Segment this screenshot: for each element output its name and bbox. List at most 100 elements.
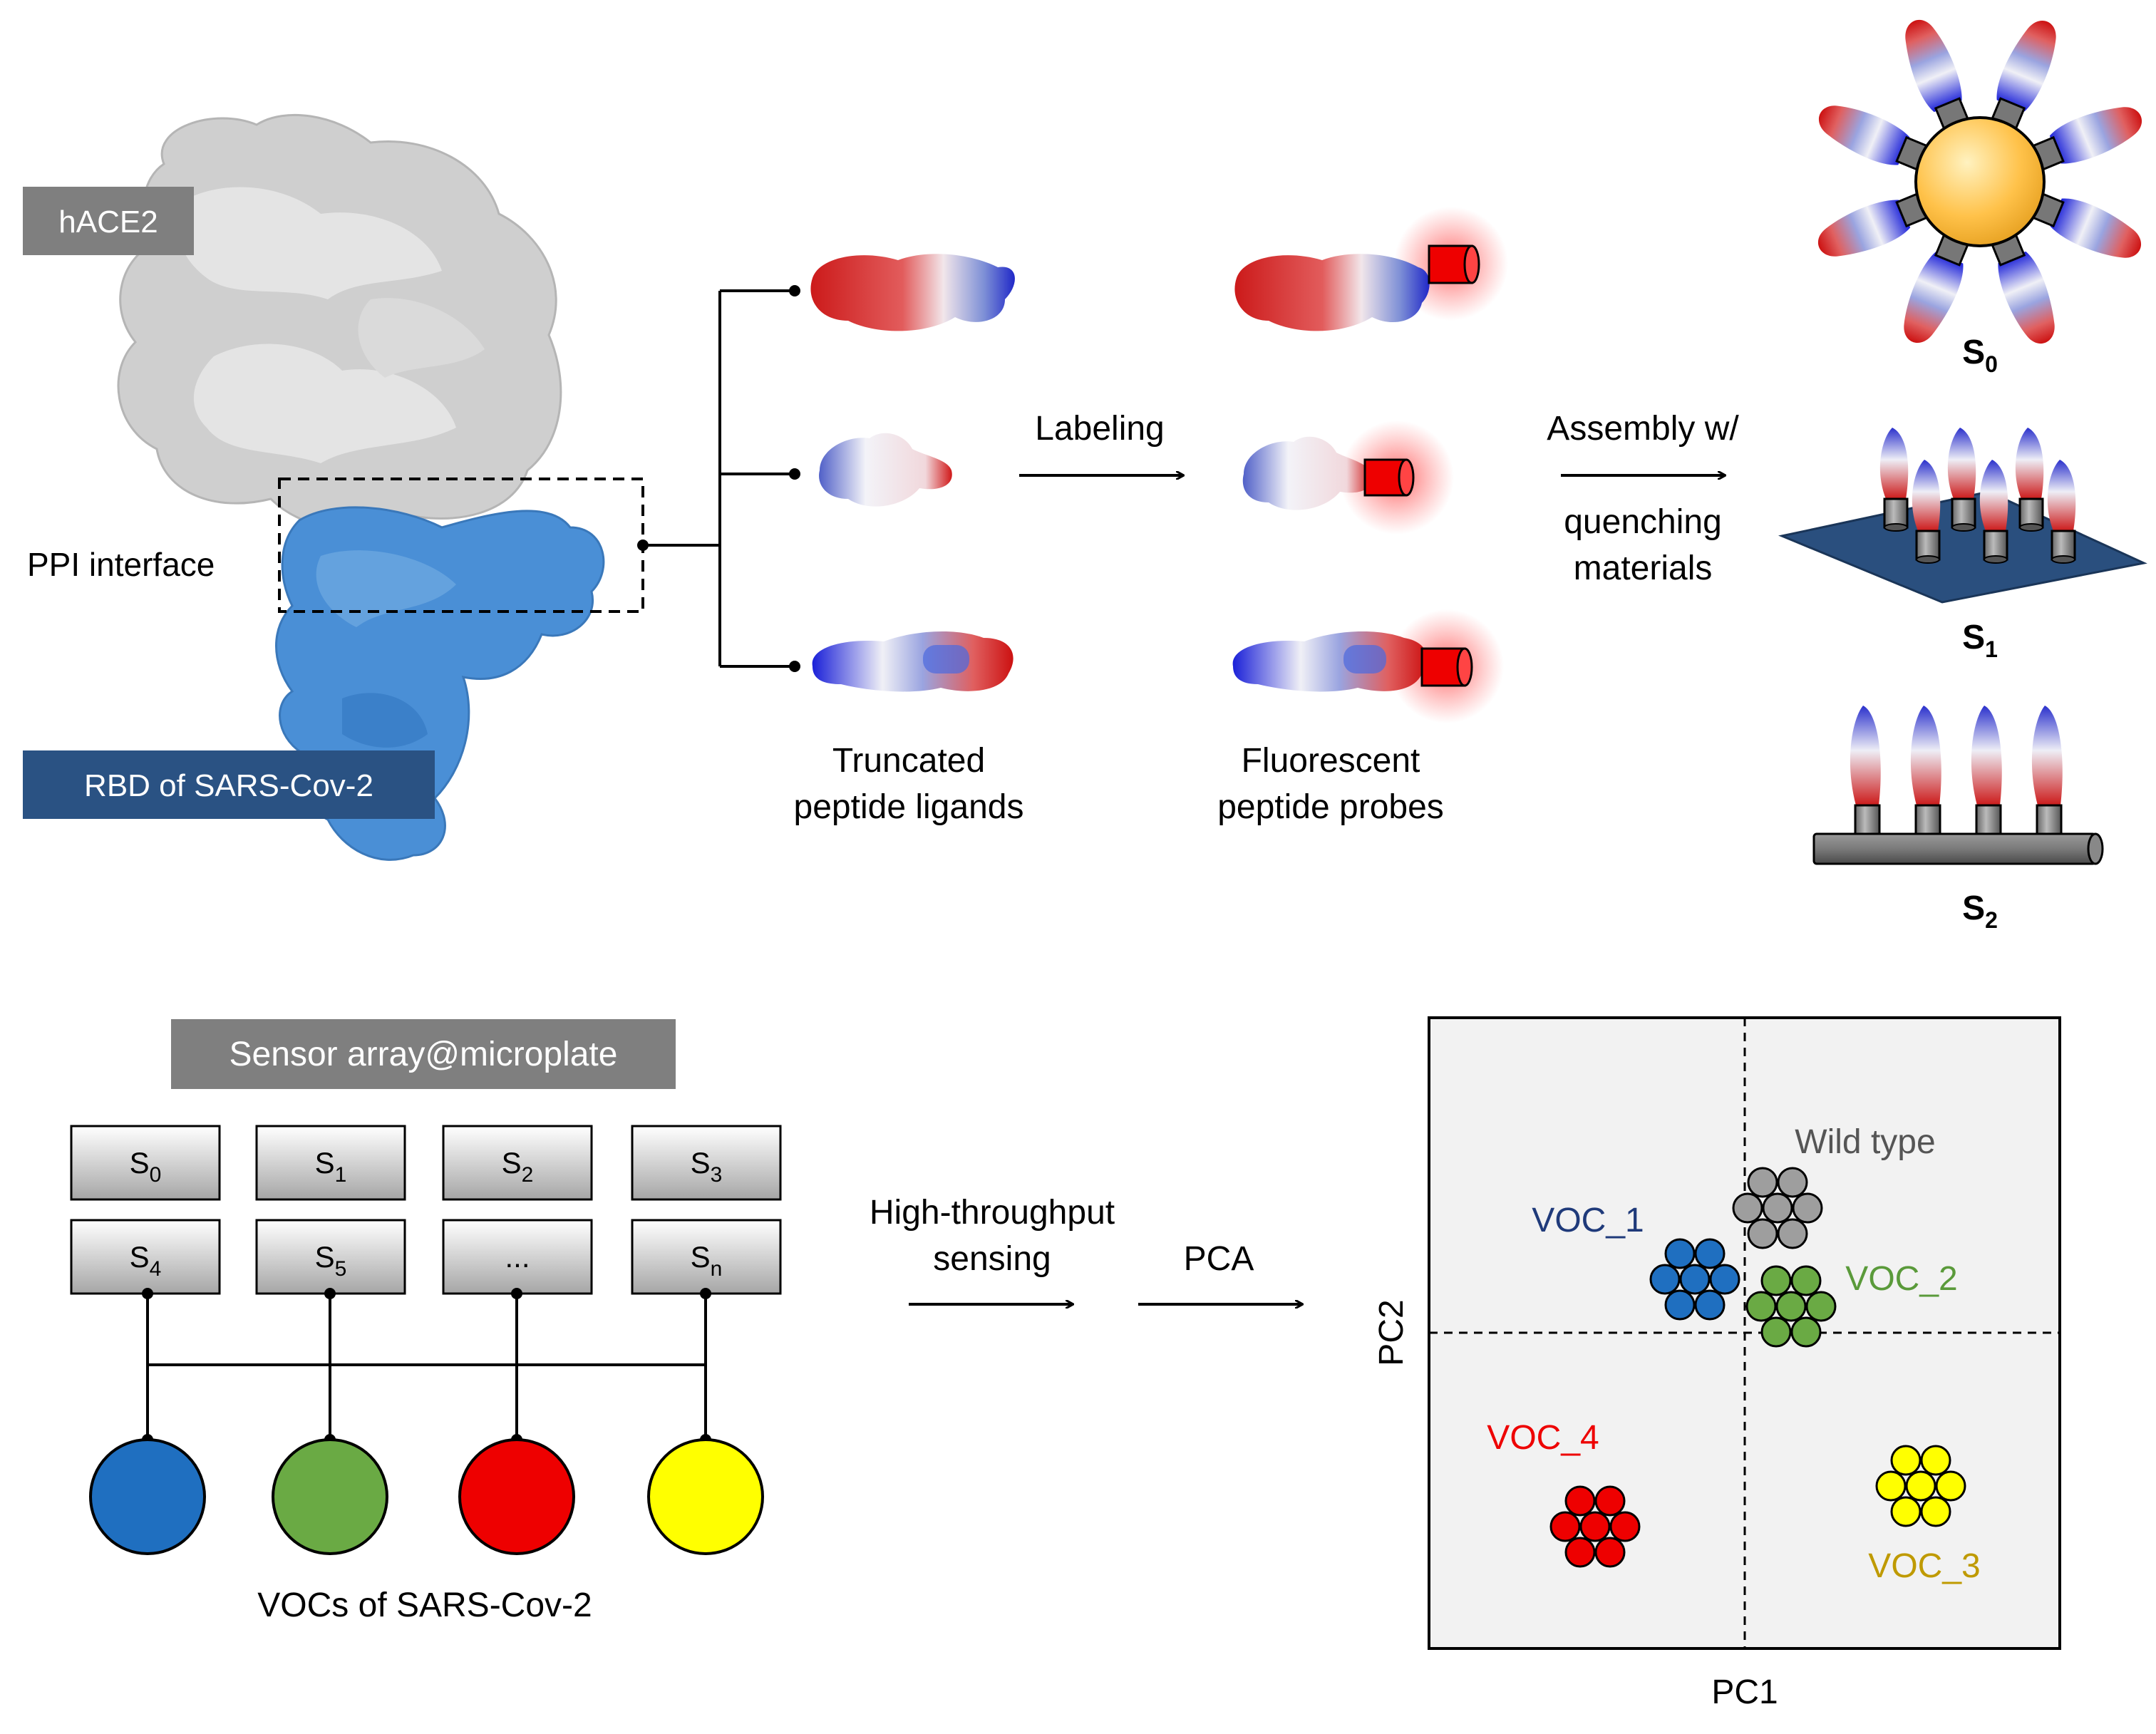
sensor-s2-rod — [1812, 706, 2104, 865]
sensor-well-label: ... — [505, 1240, 530, 1274]
s2-post — [1910, 706, 1941, 837]
sensor-well: S3 — [631, 1125, 782, 1201]
sensor-well-label: S5 — [315, 1240, 347, 1281]
ligands-caption-line2: peptide ligands — [794, 788, 1024, 826]
pca-point — [1792, 1192, 1823, 1224]
variant-circles — [89, 1438, 764, 1555]
s0-spoke — [2029, 191, 2141, 258]
pca-point — [1564, 1485, 1596, 1517]
pca-point — [1745, 1291, 1777, 1322]
connector-dots — [637, 285, 800, 672]
pca-point — [1762, 1192, 1793, 1224]
s1-post — [2047, 460, 2076, 564]
pca-point — [1790, 1316, 1822, 1348]
peptide-probe-3 — [1232, 609, 1504, 723]
sensor-well-label: S2 — [502, 1146, 534, 1187]
pca-cluster — [1649, 1238, 1740, 1321]
sensor-s0-label: S0 — [1962, 334, 1998, 377]
hace2-label-box — [23, 187, 194, 255]
pca-label: PCA — [1184, 1240, 1254, 1278]
s0-spoke — [1989, 231, 2055, 344]
sensing-label-line2: sensing — [933, 1240, 1051, 1278]
sensor-well-label: S3 — [691, 1146, 723, 1187]
pca-point — [1775, 1291, 1807, 1322]
pca-point — [1920, 1496, 1951, 1527]
s2-post — [2031, 706, 2063, 837]
cluster-label-voc3: VOC_3 — [1868, 1547, 1980, 1585]
assembly-label-line3: materials — [1574, 549, 1713, 587]
sensor-array-title-box — [171, 1019, 676, 1089]
hace2-protein-surface — [117, 113, 562, 530]
s2-post — [1971, 706, 2002, 837]
pca-point — [1777, 1167, 1808, 1198]
probes-caption-line2: peptide probes — [1217, 788, 1444, 826]
s1-post — [1912, 460, 1941, 564]
pca-point — [1649, 1264, 1681, 1295]
variant-circle — [458, 1438, 575, 1555]
s0-spoke — [1989, 21, 2056, 133]
sensing-label-line1: High-throughput — [870, 1194, 1115, 1232]
pca-point — [1564, 1537, 1596, 1568]
peptide-probe-2 — [1242, 420, 1454, 535]
pca-point — [1579, 1511, 1611, 1542]
pca-cluster — [1549, 1485, 1641, 1568]
vocs-caption: VOCs of SARS-Cov-2 — [257, 1586, 592, 1624]
pca-point — [1805, 1291, 1837, 1322]
pca-point — [1875, 1470, 1907, 1502]
sensor-well-label: S4 — [130, 1240, 162, 1281]
s1-post — [1879, 428, 1909, 532]
pca-point — [1694, 1289, 1726, 1321]
pca-point — [1760, 1265, 1792, 1296]
sensor-array-title: Sensor array@microplate — [229, 1036, 618, 1073]
labeling-label: Labeling — [1035, 410, 1165, 448]
ligands-caption-line1: Truncated — [832, 742, 985, 780]
sensor-well-label: S1 — [315, 1146, 347, 1187]
pca-point — [1664, 1289, 1696, 1321]
pca-point — [1549, 1511, 1581, 1542]
pca-point — [1664, 1238, 1696, 1269]
pca-point — [1905, 1470, 1936, 1502]
pca-point — [1594, 1485, 1626, 1517]
peptide-ligand-2 — [819, 433, 952, 507]
sensor-s1-sheet — [1778, 428, 2147, 604]
sensor-well-label: Sn — [691, 1240, 723, 1281]
peptide-probe-1 — [1234, 207, 1508, 331]
pca-clusters — [1549, 1167, 1966, 1568]
pca-ylabel: PC2 — [1373, 1299, 1410, 1366]
cluster-label-voc2: VOC_2 — [1845, 1260, 1957, 1298]
cluster-label-voc4: VOC_4 — [1487, 1419, 1599, 1457]
s0-spoke — [1817, 191, 1931, 257]
pca-point — [1777, 1218, 1808, 1249]
hace2-label: hACE2 — [58, 205, 158, 239]
ppi-interface-label: PPI interface — [27, 546, 215, 583]
pca-cluster — [1875, 1445, 1966, 1527]
variant-circle — [272, 1438, 388, 1555]
rbd-label-box — [23, 750, 435, 819]
s2-post — [1850, 706, 1881, 837]
sensor-well-label: S0 — [130, 1146, 162, 1187]
sensor-well: S4 — [70, 1219, 221, 1295]
pca-point — [1709, 1264, 1740, 1295]
pca-point — [1747, 1218, 1778, 1249]
pca-point — [1890, 1496, 1922, 1527]
s0-spoke — [1819, 105, 1931, 172]
pca-point — [1594, 1537, 1626, 1568]
pca-point — [1732, 1192, 1763, 1224]
pca-xlabel: PC1 — [1711, 1673, 1778, 1711]
pca-point — [1790, 1265, 1822, 1296]
pca-point — [1760, 1316, 1792, 1348]
pca-point — [1920, 1445, 1951, 1476]
rbd-label: RBD of SARS-Cov-2 — [84, 768, 373, 803]
s0-spoke — [1904, 231, 1971, 343]
sensor-well: Sn — [631, 1219, 782, 1295]
assembly-label-line2: quenching — [1564, 503, 1722, 541]
variant-circle — [89, 1438, 206, 1555]
sensor-well: S1 — [255, 1125, 406, 1201]
s0-spoke — [2029, 107, 2142, 172]
pca-point — [1679, 1264, 1711, 1295]
variant-circle — [647, 1438, 764, 1555]
sensor-s2-label: S2 — [1962, 889, 1998, 933]
